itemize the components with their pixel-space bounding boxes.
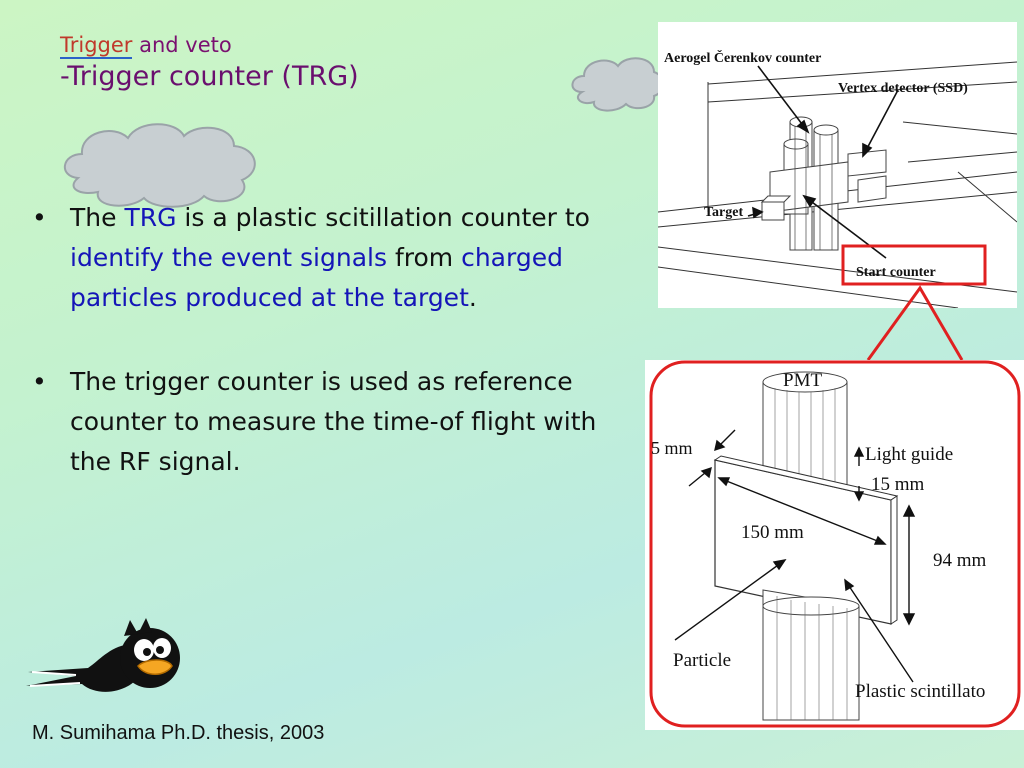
cloud-right-decoration bbox=[571, 57, 664, 112]
label-height: 94 mm bbox=[933, 550, 987, 571]
bullet-1-charged: charged particles produced at the target bbox=[70, 243, 563, 312]
bullet-list: • The TRG is a plastic scitillation coun… bbox=[30, 198, 630, 526]
label-scintillator: Plastic scintillato bbox=[855, 681, 985, 702]
label-target: Target bbox=[704, 205, 743, 220]
label-start-counter: Start counter bbox=[856, 265, 936, 280]
trigger-counter-figure: PMT 5 mm Light guide 15 mm 150 mm 94 mm … bbox=[645, 360, 1024, 730]
bird-illustration bbox=[26, 618, 180, 692]
slide-title: Trigger and veto -Trigger counter (TRG) bbox=[60, 30, 359, 94]
bullet-item-2: • The trigger counter is used as referen… bbox=[30, 362, 630, 482]
title-line-1: Trigger and veto bbox=[60, 30, 359, 60]
bullet-item-1: • The TRG is a plastic scitillation coun… bbox=[30, 198, 630, 318]
bullet-2-text: The trigger counter is used as reference… bbox=[70, 367, 597, 476]
bullet-dot: • bbox=[32, 367, 47, 396]
detector-setup-drawing: Aerogel Čerenkov counter Vertex detector… bbox=[657, 49, 1018, 309]
bullet-1-text-1: The bbox=[70, 203, 125, 232]
cloud-left-decoration bbox=[64, 123, 256, 208]
label-width: 150 mm bbox=[741, 522, 804, 543]
label-light-guide: Light guide bbox=[865, 444, 953, 465]
label-light-guide-length: 15 mm bbox=[871, 474, 925, 495]
trigger-counter-drawing: PMT 5 mm Light guide 15 mm 150 mm 94 mm … bbox=[649, 360, 1021, 728]
title-line-2: -Trigger counter (TRG) bbox=[60, 61, 359, 92]
citation: M. Sumihama Ph.D. thesis, 2003 bbox=[32, 722, 325, 744]
label-pmt: PMT bbox=[783, 370, 822, 391]
label-vertex: Vertex detector (SSD) bbox=[838, 81, 968, 96]
bullet-dot: • bbox=[32, 203, 47, 232]
label-thickness: 5 mm bbox=[651, 438, 693, 458]
bullet-1-text-2: is a plastic scitillation counter to bbox=[176, 203, 590, 232]
detector-setup-figure: Aerogel Čerenkov counter Vertex detector… bbox=[657, 22, 1018, 309]
bullet-1-period: . bbox=[468, 283, 477, 312]
callout-frame bbox=[649, 360, 1021, 728]
bullet-1-identify: identify the event signals bbox=[70, 243, 387, 272]
title-line-1-rest: and veto bbox=[132, 33, 232, 57]
callout-connector bbox=[866, 285, 964, 361]
start-counter-highlight-box bbox=[841, 244, 987, 286]
bullet-1-trg: TRG bbox=[124, 203, 177, 232]
label-particle: Particle bbox=[673, 650, 731, 671]
label-aerogel: Aerogel Čerenkov counter bbox=[664, 49, 821, 66]
title-highlight: Trigger bbox=[60, 33, 133, 59]
bullet-1-text-3: from bbox=[387, 243, 462, 272]
